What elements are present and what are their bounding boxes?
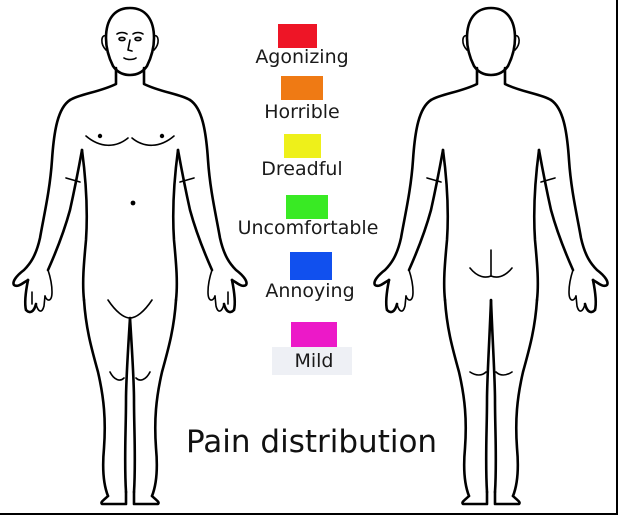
legend-label-uncomfortable: Uncomfortable: [237, 217, 379, 239]
legend-label-agonizing: Agonizing: [255, 46, 349, 68]
legend-swatch-agonizing: [278, 24, 317, 48]
legend-swatch-annoying: [290, 252, 332, 280]
legend-swatch-horrible: [281, 76, 323, 100]
legend-label-annoying: Annoying: [265, 280, 355, 302]
legend-label-mild-background: [272, 347, 352, 375]
diagram-title: Pain distribution: [186, 424, 438, 460]
legend-swatch-dreadful: [284, 134, 321, 158]
legend-swatch-uncomfortable: [286, 195, 328, 219]
legend-label-mild: Mild: [294, 350, 334, 372]
legend-swatch-mild: [291, 322, 337, 347]
legend-label-dreadful: Dreadful: [261, 158, 343, 180]
legend-label-horrible: Horrible: [264, 101, 340, 123]
